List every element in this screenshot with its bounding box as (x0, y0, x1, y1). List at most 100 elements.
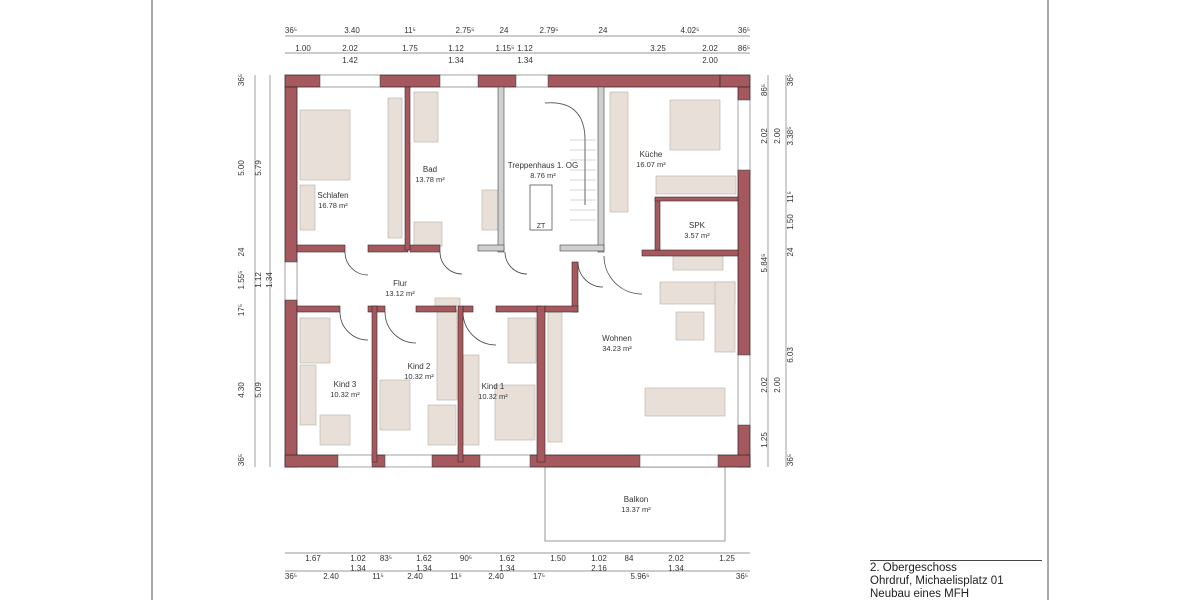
wardrobe (299, 364, 317, 426)
room-name: Küche (640, 150, 663, 159)
dimension-label: 6.03 (786, 347, 795, 363)
interior-wall (495, 305, 542, 313)
dimension-label: 2.40 (323, 572, 339, 581)
walls (284, 74, 751, 468)
dimension-label: 24 (500, 26, 509, 35)
dimension-label: 86⁵ (738, 44, 750, 53)
door-swing[interactable] (384, 311, 417, 344)
title-block: 2. Obergeschoss Ohrdruf, Michaelisplatz … (870, 560, 1042, 601)
dimension-label: 2.00 (773, 128, 782, 144)
interior-wall (367, 244, 409, 253)
dimension-label: 1.12 (254, 272, 263, 288)
dimension-label: 1.34 (499, 564, 515, 573)
dimension-label: 1.62 (499, 554, 515, 563)
exterior-wall (284, 86, 298, 263)
door-swing[interactable] (504, 251, 528, 275)
dimension-label: 2.75⁵ (456, 26, 475, 35)
dimension-label: 2.02 (760, 128, 769, 144)
dimension-label: 84 (625, 554, 634, 563)
exterior-wall (737, 169, 751, 356)
door-swing[interactable] (577, 261, 604, 288)
stair-wall (559, 244, 605, 252)
stair-opening (529, 184, 553, 231)
room-area: 10.32 m² (404, 372, 434, 381)
interior-wall (404, 86, 411, 251)
room-name: Balkon (624, 495, 648, 504)
interior-wall (376, 305, 386, 313)
dimension-label: 24 (599, 26, 608, 35)
interior-wall (457, 305, 464, 463)
sofa (714, 281, 736, 353)
exterior-wall (719, 74, 751, 88)
dimension-label: 36⁵ (237, 454, 246, 466)
balcony (544, 466, 726, 542)
dimension-label: 1.34 (416, 564, 432, 573)
room-name: Kind 2 (408, 362, 431, 371)
shower (413, 221, 443, 247)
dimension-label: 11⁵ (786, 191, 795, 203)
room-area: 34.23 m² (602, 344, 632, 353)
window (384, 454, 433, 468)
interior-wall (415, 305, 457, 313)
dimension-label: 1.50 (550, 554, 566, 563)
room-area: 3.57 m² (684, 231, 710, 240)
dimension-label: 3.38⁵ (786, 127, 795, 146)
door-swing[interactable] (462, 311, 497, 346)
dimension-label: 2.02 (702, 44, 718, 53)
exterior-wall (431, 454, 481, 468)
dimension-label: 1.00 (295, 44, 311, 53)
dimension-label: 3.25 (650, 44, 666, 53)
dimension-label: 90⁵ (460, 554, 472, 563)
room-kind-1: Kind 110.32 m² (478, 382, 508, 401)
desk (494, 384, 536, 441)
floor-name: 2. Obergeschoss (870, 562, 957, 574)
room-area: 16.07 m² (636, 160, 666, 169)
dimension-label: 4.30 (237, 382, 246, 398)
room-area: 13.78 m² (415, 175, 445, 184)
dimension-label: 5.96⁵ (631, 572, 650, 581)
exterior-wall (284, 74, 321, 88)
dimension-label: 86⁵ (760, 84, 769, 96)
interior-wall (654, 196, 739, 202)
dimension-label: 1.25 (719, 554, 735, 563)
dimension-label: 17⁵ (237, 304, 246, 316)
dimension-label: 5.09 (254, 382, 263, 398)
dimension-label: 2.02 (668, 554, 684, 563)
dimension-label: 24 (786, 247, 795, 256)
wardrobe (462, 354, 480, 446)
desk (319, 414, 351, 446)
dimension-label: 36⁵ (738, 26, 750, 35)
interior-wall (371, 305, 378, 463)
wardrobe (547, 311, 563, 443)
project-name: Neubau eines MFH (870, 588, 970, 600)
door-swing[interactable] (603, 255, 643, 295)
stair-wall (477, 244, 505, 252)
door-swing[interactable] (339, 311, 369, 341)
wardrobe (436, 309, 458, 401)
furniture-layer: ZT (299, 91, 737, 446)
bed (299, 109, 351, 181)
window (515, 74, 549, 88)
dimension-label: 5.00 (237, 160, 246, 176)
room-name: Kind 1 (482, 382, 505, 391)
dimension-label: 17⁵ (533, 572, 545, 581)
dimension-label: 36⁵ (786, 74, 795, 86)
window (337, 454, 373, 468)
dimension-label: 1.12 (448, 44, 464, 53)
room-name: Schlafen (317, 191, 348, 200)
dimension-label: 1.34 (668, 564, 684, 573)
dimension-label: 1.67 (305, 554, 321, 563)
cabinet (481, 189, 501, 231)
room-name: Flur (393, 279, 407, 288)
dimension-label: 2.79⁵ (540, 26, 559, 35)
dimension-label: 2.40 (488, 572, 504, 581)
dimension-label: 24 (237, 247, 246, 256)
dimension-label: 1.34 (448, 56, 464, 65)
room-area: 13.37 m² (621, 505, 651, 514)
door-swing[interactable] (344, 251, 369, 276)
door-swing[interactable] (439, 251, 463, 275)
window (439, 74, 479, 88)
